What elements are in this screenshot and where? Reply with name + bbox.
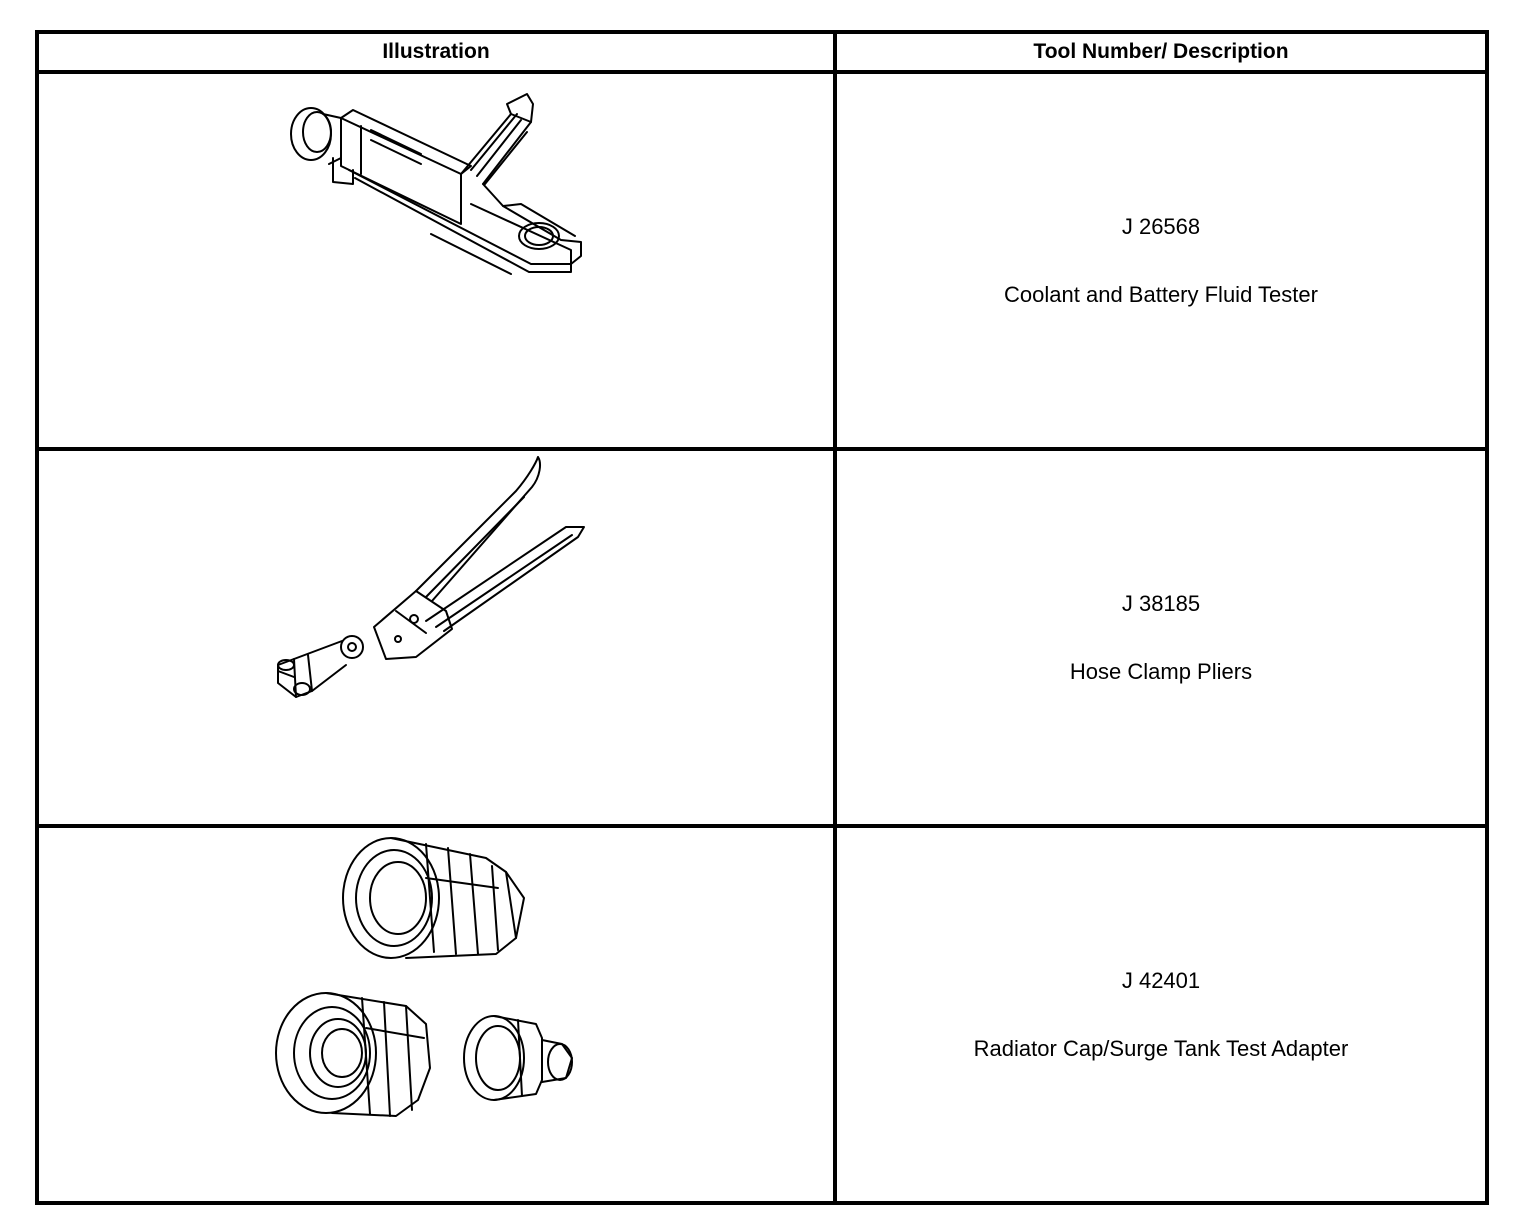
table-row: J 26568 Coolant and Battery Fluid Tester: [35, 70, 1489, 451]
illustration-cell: [35, 824, 837, 1205]
tool-description: Coolant and Battery Fluid Tester: [1004, 281, 1318, 307]
description-cell: J 38185 Hose Clamp Pliers: [833, 447, 1489, 828]
table-row: J 38185 Hose Clamp Pliers: [35, 447, 1489, 828]
hose-clamp-pliers-icon: [277, 456, 585, 698]
tool-description: Radiator Cap/Surge Tank Test Adapter: [973, 1035, 1349, 1061]
header-tool-description: Tool Number/ Description: [833, 30, 1489, 74]
tool-number: J 38185: [1121, 590, 1201, 616]
tool-number: J 42401: [1121, 967, 1201, 993]
description-cell: J 42401 Radiator Cap/Surge Tank Test Ada…: [833, 824, 1489, 1205]
tool-number: J 26568: [1121, 213, 1201, 239]
illustration-cell: [35, 447, 837, 828]
table-row: J 42401 Radiator Cap/Surge Tank Test Ada…: [35, 824, 1489, 1205]
test-adapter-icon: [275, 837, 573, 1117]
header-row: Illustration Tool Number/ Description: [35, 30, 1489, 74]
fluid-tester-icon: [290, 93, 582, 275]
tool-description: Hose Clamp Pliers: [1069, 658, 1253, 684]
description-cell: J 26568 Coolant and Battery Fluid Tester: [833, 70, 1489, 451]
illustration-cell: [35, 70, 837, 451]
header-illustration: Illustration: [35, 30, 837, 74]
special-tools-table: Illustration Tool Number/ Description: [35, 30, 1489, 1205]
